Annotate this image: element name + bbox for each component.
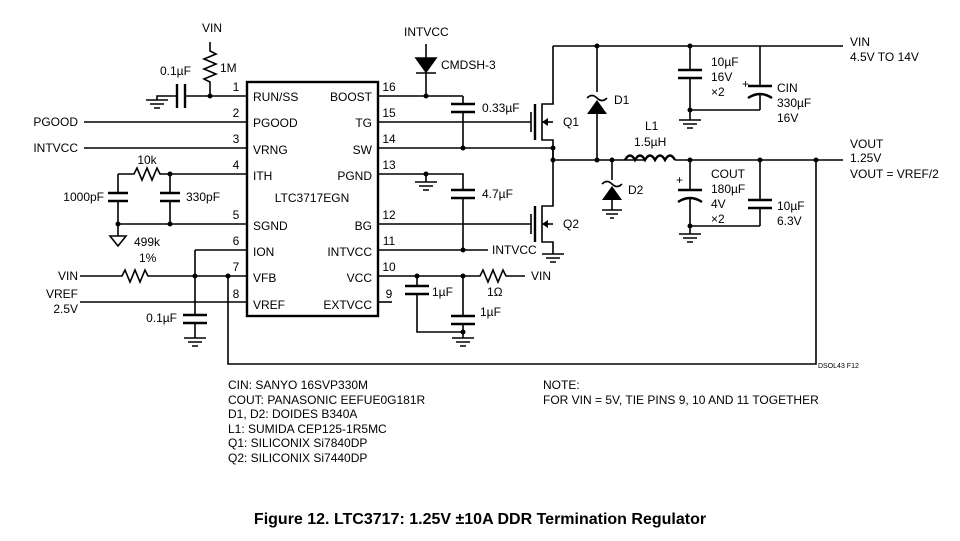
bom-item: D1, D2: DOIDES B340A [228, 407, 358, 421]
label-10k: 10k [137, 153, 157, 167]
pin-name-vcc: VCC [347, 271, 373, 285]
label-cout-180: 180µF [711, 182, 745, 196]
bom-item: CIN: SANYO 16SVP330M [228, 378, 369, 392]
bom-item: Q1: SILICONIX Si7840DP [228, 436, 368, 450]
left-side-wiring [80, 42, 817, 365]
bom-item: Q2: SILICONIX Si7440DP [228, 450, 368, 465]
pin-number-10: 10 [382, 260, 396, 274]
note-title: NOTE: [543, 378, 580, 392]
label-01uf-top: 0.1µF [160, 64, 191, 78]
label-01uf-bottom: 0.1µF [146, 311, 177, 325]
note-text: FOR VIN = 5V, TIE PINS 9, 10 AND 11 TOGE… [543, 392, 819, 407]
label-vref-val: 2.5V [53, 302, 78, 316]
label-1uf-a: 1µF [432, 285, 453, 299]
power-stage [520, 43, 843, 263]
label-vout-val: 1.25V [850, 151, 881, 165]
label-vin-left: VIN [58, 269, 78, 283]
pin-number-12: 12 [382, 208, 396, 222]
pin-number-15: 15 [382, 106, 396, 120]
label-vin-top: VIN [202, 21, 222, 35]
label-cin-plus: + [742, 77, 749, 91]
pin-number-8: 8 [233, 287, 240, 301]
label-vin-out: VIN [850, 35, 870, 49]
pin-number-16: 16 [382, 80, 396, 94]
pin-name-boost: BOOST [330, 90, 373, 104]
pin-name-pgnd: PGND [337, 169, 372, 183]
bom-item: COUT: PANASONIC EEFUE0G181R [228, 392, 426, 407]
pin-number-5: 5 [233, 208, 240, 222]
label-1ohm: 1Ω [487, 285, 503, 299]
pin-name-vfb: VFB [253, 271, 276, 285]
pin-number-7: 7 [233, 260, 240, 274]
label-cin-16v-b: 16V [777, 111, 798, 125]
label-cmdsh: CMDSH-3 [441, 58, 496, 72]
label-1pct: 1% [139, 251, 157, 265]
note-block: NOTE: FOR VIN = 5V, TIE PINS 9, 10 AND 1… [543, 378, 819, 407]
label-intvcc-top: INTVCC [404, 25, 449, 39]
label-q2: Q2 [563, 217, 579, 231]
pin-name-pgood: PGOOD [253, 116, 298, 130]
pin-number-6: 6 [233, 234, 240, 248]
label-cin-16v: 16V [711, 70, 732, 84]
label-vin-range: 4.5V TO 14V [850, 50, 919, 64]
pin-number-1: 1 [233, 80, 240, 94]
label-q1: Q1 [563, 115, 579, 129]
label-vin-right: VIN [531, 269, 551, 283]
pin-number-3: 3 [233, 132, 240, 146]
label-l1: L1 [645, 119, 659, 133]
label-47uf: 4.7µF [482, 187, 513, 201]
pin-name-ith: ITH [253, 169, 272, 183]
pin-number-2: 2 [233, 106, 240, 120]
label-1m: 1M [220, 61, 237, 75]
label-intvcc-left: INTVCC [33, 141, 78, 155]
ic-part-number: LTC3717EGN [275, 191, 349, 205]
pin-number-9: 9 [386, 287, 393, 301]
label-cin: CIN [777, 81, 798, 95]
label-cin-x2: ×2 [711, 85, 725, 99]
pin-number-13: 13 [382, 158, 396, 172]
label-cout-x2: ×2 [711, 212, 725, 226]
label-cout-plus: + [676, 173, 683, 187]
pin-name-extvcc: EXTVCC [323, 298, 372, 312]
label-033uf: 0.33µF [482, 101, 520, 115]
label-vref-in: VREF [46, 287, 78, 301]
label-vout-eq: VOUT = VREF/2 [850, 167, 939, 181]
right-side-wiring [378, 44, 553, 347]
pin-name-sgnd: SGND [253, 219, 288, 233]
pin-name-intvcc: INTVCC [327, 245, 372, 259]
pin-name-tg: TG [355, 116, 372, 130]
label-l1-val: 1.5µH [634, 135, 666, 149]
label-vout: VOUT [850, 137, 884, 151]
label-pgood: PGOOD [33, 115, 78, 129]
pin-name-sw: SW [353, 143, 373, 157]
pin-name-ion: ION [253, 245, 274, 259]
pin-number-11: 11 [383, 234, 396, 248]
pin-number-14: 14 [382, 132, 396, 146]
figure-caption: Figure 12. LTC3717: 1.25V ±10A DDR Termi… [253, 511, 707, 528]
label-1uf-b: 1µF [480, 305, 501, 319]
label-10uf-out: 10µF [777, 199, 805, 213]
ic-body [245, 80, 380, 318]
label-intvcc-right: INTVCC [492, 243, 537, 257]
label-cout: COUT [711, 167, 746, 181]
label-330pf: 330pF [186, 190, 220, 204]
pin-name-run-ss: RUN/SS [253, 90, 298, 104]
pin-number-4: 4 [233, 158, 240, 172]
bom-item: L1: SUMIDA CEP125-1R5MC [228, 421, 387, 436]
label-499k: 499k [134, 235, 161, 249]
label-cin-330: 330µF [777, 96, 811, 110]
label-d1: D1 [614, 93, 630, 107]
label-d2: D2 [628, 183, 644, 197]
label-1000pf: 1000pF [63, 190, 104, 204]
pin-name-bg: BG [355, 219, 372, 233]
pin-name-vrng: VRNG [253, 143, 288, 157]
bom-list: CIN: SANYO 16SVP330M COUT: PANASONIC EEF… [228, 378, 425, 465]
label-cout-4v: 4V [711, 197, 726, 211]
pin-name-vref: VREF [253, 298, 285, 312]
label-fig-code: DSOL43 F12 [818, 363, 859, 370]
label-cin-10uf: 10µF [711, 55, 739, 69]
label-63v: 6.3V [777, 214, 802, 228]
